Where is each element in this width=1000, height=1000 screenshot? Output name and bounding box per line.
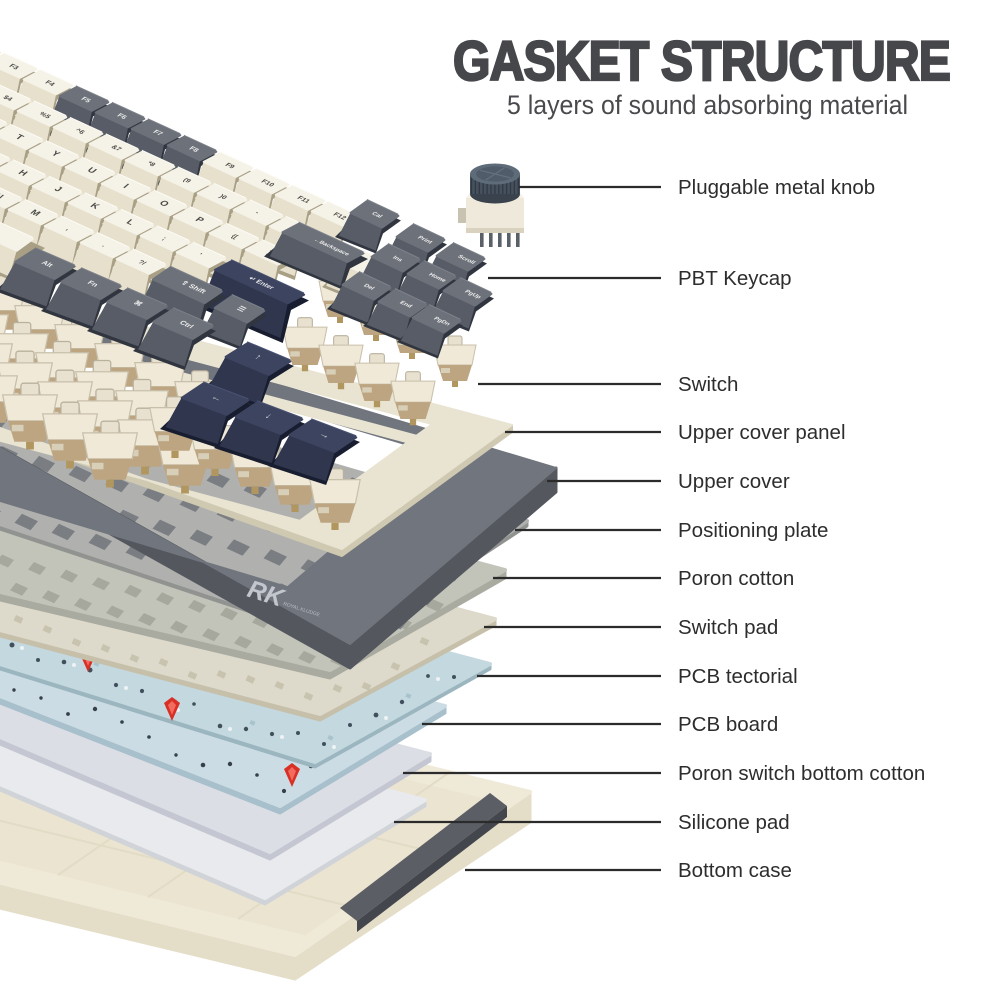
svg-text:N: N (0, 192, 6, 201)
svg-text:-: - (253, 210, 260, 215)
svg-text:{[: {[ (229, 234, 239, 241)
svg-text:Del: Del (362, 284, 375, 292)
svg-text:Silicone pad: Silicone pad (678, 811, 790, 834)
svg-text:;: ; (160, 236, 167, 241)
svg-text:Upper cover panel: Upper cover panel (678, 421, 846, 444)
svg-text:J: J (52, 185, 64, 193)
svg-text:Ctrl: Ctrl (178, 319, 196, 330)
svg-text:Scroll: Scroll (456, 255, 476, 266)
svg-text:,: , (64, 226, 71, 231)
svg-text:F12: F12 (331, 212, 347, 222)
svg-text:(9: (9 (181, 177, 192, 184)
svg-text:F9: F9 (223, 162, 236, 170)
svg-text:F6: F6 (115, 113, 128, 121)
svg-text:F7: F7 (151, 129, 164, 137)
svg-text:$4: $4 (1, 95, 13, 103)
svg-text:Fn: Fn (86, 279, 101, 288)
svg-text:F5: F5 (79, 96, 92, 104)
svg-text:Ins: Ins (391, 256, 404, 264)
svg-text:⌘: ⌘ (132, 299, 145, 308)
svg-text:I: I (121, 182, 131, 189)
svg-text:☰: ☰ (235, 305, 248, 314)
svg-text:&7: &7 (109, 144, 122, 152)
svg-text:.: . (100, 243, 107, 248)
svg-text:%5: %5 (37, 111, 52, 120)
svg-text:→: → (316, 430, 333, 441)
svg-text:↓: ↓ (262, 412, 275, 421)
svg-text:Upper cover: Upper cover (678, 470, 790, 493)
svg-text:PCB tectorial: PCB tectorial (678, 665, 798, 688)
svg-text:Pluggable metal knob: Pluggable metal knob (678, 176, 875, 199)
svg-text:5 layers of sound absorbing ma: 5 layers of sound absorbing material (507, 90, 908, 120)
svg-text:PCB board: PCB board (678, 713, 778, 736)
svg-text:P: P (193, 215, 206, 224)
svg-text:?/: ?/ (136, 259, 147, 266)
svg-text:Poron cotton: Poron cotton (678, 567, 794, 590)
svg-text:←: ← (208, 393, 225, 404)
svg-text:F8: F8 (187, 146, 200, 154)
svg-text:Poron switch bottom cotton: Poron switch bottom cotton (678, 762, 925, 785)
svg-text:': ' (196, 253, 203, 258)
svg-text:Bottom case: Bottom case (678, 859, 792, 882)
svg-text:K: K (88, 201, 102, 210)
svg-text:Alt: Alt (40, 259, 56, 269)
svg-text:O: O (157, 199, 171, 208)
svg-text:L: L (124, 218, 137, 227)
svg-text:Y: Y (49, 149, 62, 158)
svg-text:Home: Home (427, 273, 448, 284)
svg-text:*8: *8 (145, 161, 156, 168)
svg-text:H: H (16, 168, 30, 177)
svg-text:F11: F11 (295, 195, 311, 204)
svg-text:PgDn: PgDn (432, 317, 451, 328)
svg-text:M: M (28, 208, 42, 218)
svg-text:↑: ↑ (252, 353, 265, 362)
svg-text:)0: )0 (217, 194, 228, 201)
svg-text:F10: F10 (259, 179, 275, 189)
svg-text:Switch: Switch (678, 373, 738, 396)
svg-text:F3: F3 (7, 63, 20, 71)
svg-text:PgUp: PgUp (463, 290, 482, 301)
svg-text:Positioning plate: Positioning plate (678, 519, 828, 542)
svg-text:^6: ^6 (73, 127, 86, 135)
svg-text:Switch pad: Switch pad (678, 616, 778, 639)
svg-text:F4: F4 (43, 80, 56, 88)
svg-text:T: T (13, 133, 26, 142)
svg-text:U: U (85, 166, 99, 175)
svg-text:End: End (398, 301, 413, 310)
svg-text:Cal: Cal (370, 212, 383, 220)
svg-text:Print: Print (416, 236, 433, 246)
svg-text:GASKET STRUCTURE: GASKET STRUCTURE (453, 29, 950, 92)
svg-text:PBT Keycap: PBT Keycap (678, 267, 792, 290)
